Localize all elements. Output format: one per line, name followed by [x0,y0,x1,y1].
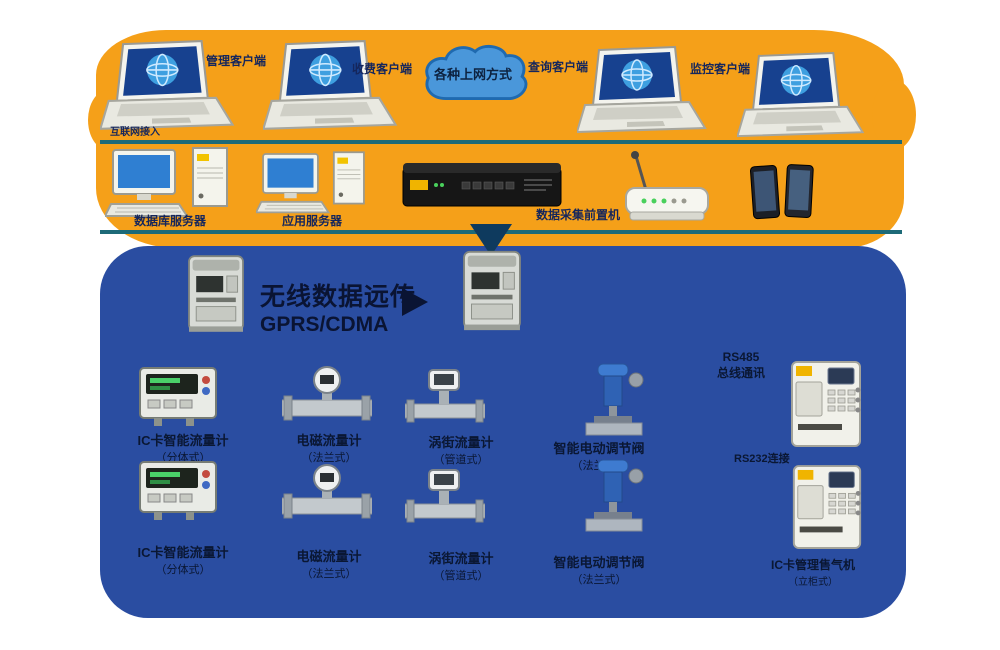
vending-machine-icon [788,464,866,552]
client-label: 监控客户端 [690,62,751,76]
device-caption: 智能电动调节阀 （法兰式） [528,552,670,587]
db-server-label: 数据库服务器 [133,214,206,228]
vend-sub: （立柜式） [788,577,838,588]
zone-connector-arrow [470,224,512,256]
laptop-icon [577,46,707,138]
flow-controller-icon [138,366,218,428]
device-name: IC卡智能流量计 [137,433,229,448]
laptop-icon [263,40,398,135]
device-sub: （法兰式） [301,568,357,580]
device-name: 电磁流量计 [296,433,362,448]
client-label: 收费客户端 [352,62,413,76]
device-sub: （管道式） [433,454,489,466]
device-name: 智能电动调节阀 [553,555,645,570]
flowmeter-icon [282,366,372,424]
right-link-line2: 总线通讯 [716,365,765,380]
device-name: IC卡智能流量计 [137,545,229,560]
app-server-label: 应用服务器 [281,214,342,228]
kiosk-terminal-icon [180,252,252,336]
transfer-line1: 无线数据远传 [260,283,417,311]
right-link-line1: RS485 [722,350,760,364]
cloud-label: 各种上网方式 [433,67,512,82]
internet-zone-edge [872,80,916,150]
transfer-line2: GPRS/CDMA [260,313,389,336]
client-label: 查询客户端 [528,60,589,74]
desktop-server-icon [256,150,371,220]
device-sub: （分体式） [155,564,211,576]
kiosk-terminal-icon [452,250,532,332]
device-sub: （法兰式） [571,574,627,586]
wireless-router-icon [622,150,712,228]
laptop-icon [737,52,865,142]
transfer-label: 无线数据远传 GPRS/CDMA [260,282,416,337]
flowmeter-icon [282,464,372,522]
flow-controller-icon [138,460,218,522]
smartphones-icon [748,162,818,224]
client-label: 管理客户端 [206,54,267,68]
device-name: 智能电动调节阀 [553,441,645,456]
vortex-meter-icon [405,368,485,424]
internet-cloud: 各种上网方式 [418,38,528,118]
device-caption: IC卡智能流量计 （分体式） [112,542,254,577]
device-caption: 电磁流量计 （法兰式） [258,430,400,465]
network-divider-line [100,140,902,144]
vend-caption: IC卡管理售气机 （立柜式） [748,556,878,588]
right-link-label: RS485 总线通讯 [706,350,776,381]
vend-name: IC卡管理售气机 [770,558,855,572]
device-caption: 涡街流量计 （管道式） [390,548,532,583]
rack-front-end-icon [402,160,562,212]
client-note: 互联网接入 [110,127,160,138]
device-caption: 涡街流量计 （管道式） [390,432,532,467]
transfer-arrow-icon [402,288,428,316]
vending-machine-icon [786,360,866,450]
cloud-icon [425,44,528,100]
device-caption: 电磁流量计 （法兰式） [258,546,400,581]
device-name: 涡街流量计 [428,435,494,450]
vortex-meter-icon [405,468,485,524]
control-valve-icon [584,362,646,438]
control-valve-icon [584,458,646,534]
rs232-label: RS232连接 [734,453,790,465]
front-end-label: 数据采集前置机 [536,208,621,222]
device-name: 电磁流量计 [296,549,362,564]
device-name: 涡街流量计 [428,551,494,566]
device-sub: （法兰式） [301,452,357,464]
device-sub: （管道式） [433,570,489,582]
